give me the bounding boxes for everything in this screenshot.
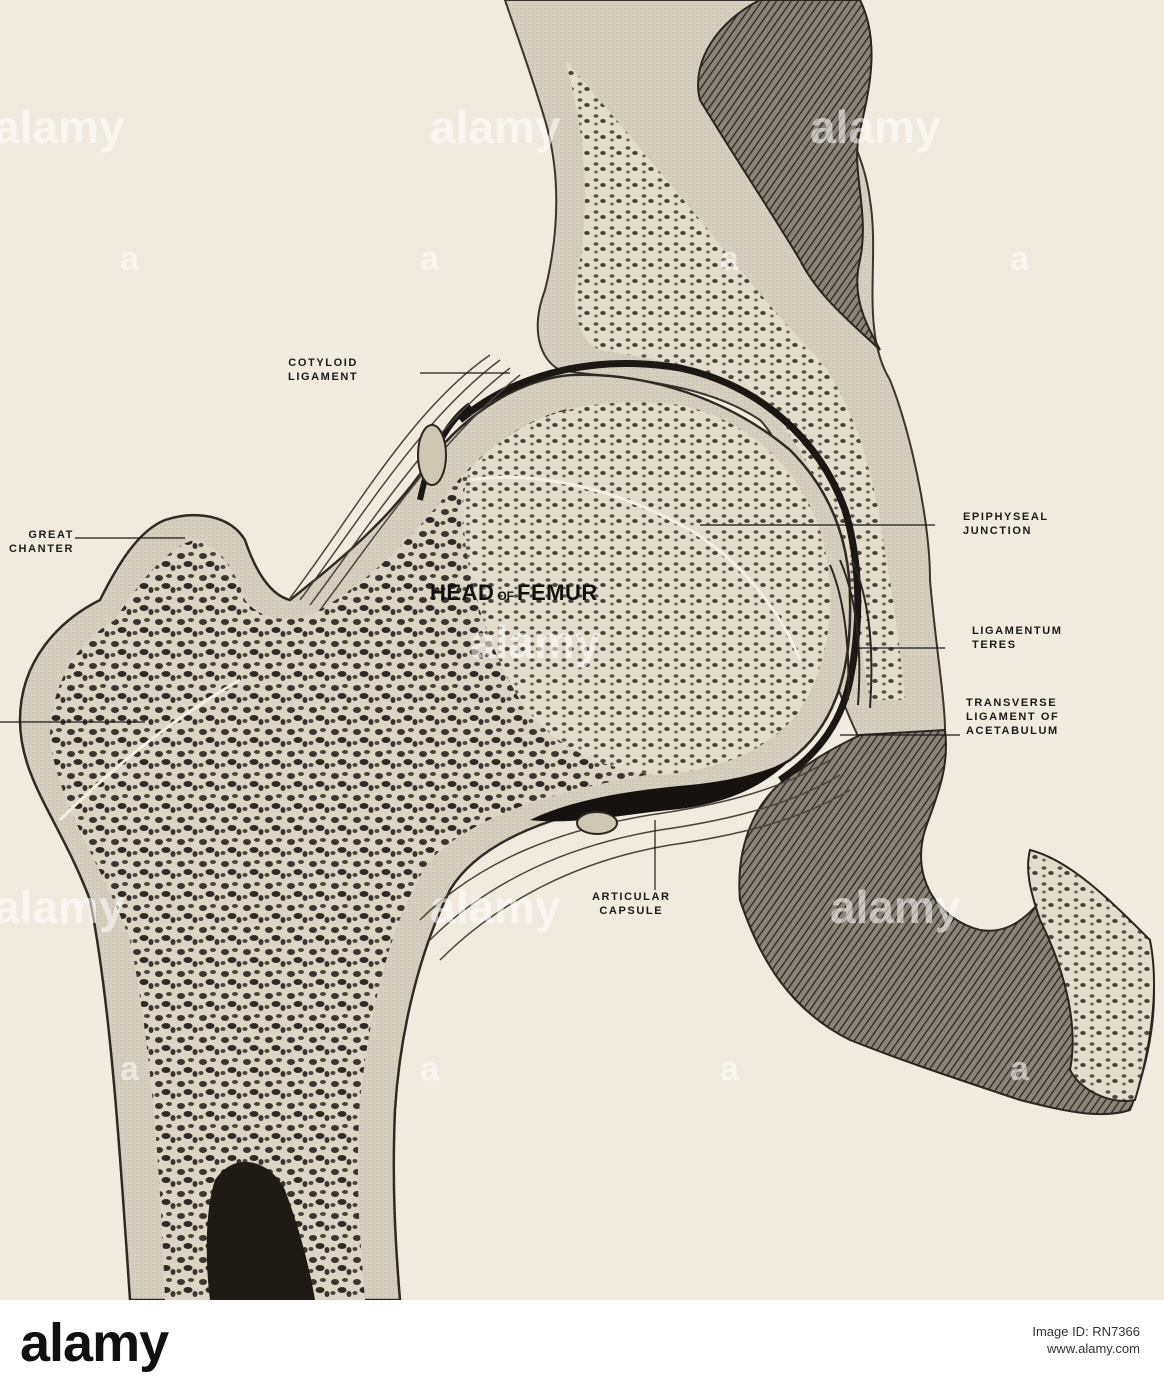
alamy-logo[interactable]: alamy [20, 1313, 169, 1373]
ligamentum-teres [829, 559, 873, 709]
capsule-label-line2: CAPSULE [599, 905, 664, 917]
transverse-label-line2: LIGAMENT OF [966, 711, 1060, 723]
trochanter-label-line1: GREAT [28, 529, 74, 541]
articular-capsule-label: ARTICULAR CAPSULE [592, 890, 671, 918]
capsule-lower [419, 759, 851, 961]
joint-cavity [530, 760, 790, 822]
footer-bar [0, 1300, 1164, 1390]
cartilage-arc [457, 360, 862, 783]
teres-label-line1: LIGAMENTUM [972, 625, 1063, 637]
femoral-head [463, 402, 831, 775]
ischium [738, 728, 1155, 1116]
teres-label-line2: TERES [972, 639, 1017, 651]
capsule-upper [289, 354, 521, 611]
transverse-ligament-label: TRANSVERSE LIGAMENT OF ACETABULUM [966, 696, 1059, 738]
cotyloid-label-line2: LIGAMENT [288, 371, 359, 383]
epiphyseal-junction-label: EPIPHYSEAL JUNCTION [963, 510, 1049, 538]
leader-lines [0, 372, 960, 890]
trochanter-epiphysis [58, 678, 241, 822]
trochanter-label-line2: CHANTER [9, 543, 74, 555]
femur-word: FEMUR [517, 580, 598, 605]
ramus-cut [1027, 848, 1155, 1102]
transverse-label-line3: ACETABULUM [966, 725, 1059, 737]
site-url[interactable]: www.alamy.com [1047, 1341, 1140, 1356]
hip-joint-drawing [0, 0, 1155, 1300]
ilium-surface [697, 0, 881, 351]
capsule-label-line1: ARTICULAR [592, 891, 671, 903]
hip-joint-illustration: COTYLOID LIGAMENT GREAT CHANTER EPIPHYSE… [0, 0, 1164, 1300]
cotyloid-label-line1: COTYLOID [288, 357, 358, 369]
head-word: HEAD [430, 580, 495, 605]
ilium-cancellous [565, 60, 905, 700]
great-trochanter-label: GREAT CHANTER [0, 528, 74, 556]
epiphyseal-label-line2: JUNCTION [963, 525, 1033, 537]
epiphyseal-label-line1: EPIPHYSEAL [963, 511, 1049, 523]
cotyloid-ligament-label: COTYLOID LIGAMENT [288, 356, 358, 384]
medullary-cavity [206, 1161, 315, 1300]
transverse-label-line1: TRANSVERSE [966, 697, 1058, 709]
capsule-pad [576, 811, 618, 835]
ligamentum-teres-label: LIGAMENTUM TERES [972, 624, 1063, 652]
image-id-block: Image ID: RN7366 www.alamy.com [1032, 1323, 1140, 1357]
epiphyseal-line [469, 475, 802, 661]
cotyloid-pad [417, 424, 447, 486]
image-id: Image ID: RN7366 [1032, 1324, 1140, 1339]
of-word: OF [497, 589, 515, 603]
